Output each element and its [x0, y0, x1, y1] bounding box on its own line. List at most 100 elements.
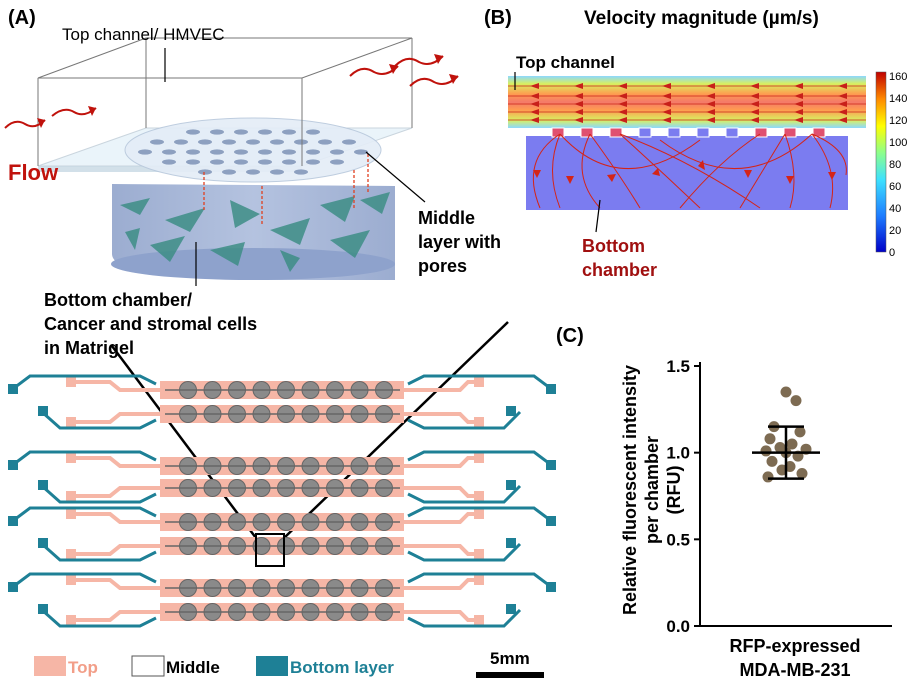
pore	[150, 139, 164, 145]
c-data-point	[766, 455, 778, 467]
top-channel-inlet	[72, 512, 160, 524]
pore	[162, 159, 176, 165]
streamline-arrowhead	[838, 117, 847, 123]
bottom-port	[506, 604, 516, 614]
top-channel-streamlines	[508, 85, 866, 121]
panel-a-label: (A)	[8, 7, 36, 29]
bottom-layer-inlet	[13, 506, 157, 522]
c-y-tick-label: 1.0	[666, 444, 690, 463]
bottom-layer-inlet	[13, 450, 157, 466]
legend-bottom-label: Bottom layer	[290, 658, 394, 677]
pore-connector	[580, 127, 594, 138]
pore	[270, 169, 284, 175]
streamline-arrowhead	[574, 117, 583, 123]
top-channel-inlet	[72, 380, 160, 392]
pore	[330, 149, 344, 155]
pore	[342, 139, 356, 145]
top-port	[474, 615, 484, 625]
c-y-tick-label: 0.5	[666, 530, 690, 549]
bottom-layer-outlet	[407, 410, 522, 430]
b-bottom-label-line1: Bottom	[582, 236, 645, 256]
panel-c: (C) Relative fluorescent intensity per c…	[556, 325, 892, 680]
bottom-layer-outlet	[407, 542, 522, 562]
streamline-arrowhead	[530, 117, 539, 123]
top-port	[66, 549, 76, 559]
streamline-arrowhead	[794, 117, 803, 123]
top-channel-field	[508, 76, 866, 128]
streamline-arrowhead	[574, 109, 583, 115]
top-channel-outlet	[404, 578, 478, 590]
bottom-layer-outlet	[407, 450, 551, 466]
c-data-point	[764, 433, 776, 445]
top-port	[474, 575, 484, 585]
pore	[222, 139, 236, 145]
streamline-arrowhead	[618, 101, 627, 107]
panel-b: (B) Velocity magnitude (µm/s)	[484, 7, 907, 280]
middle-pointer	[365, 151, 426, 203]
streamline-arrowhead	[794, 101, 803, 107]
pore	[198, 139, 212, 145]
pore	[186, 159, 200, 165]
pore	[294, 139, 308, 145]
pore	[174, 139, 188, 145]
streamline-arrowhead	[750, 109, 759, 115]
c-y-tick-label: 1.5	[666, 357, 690, 376]
pore-connector	[638, 127, 652, 138]
top-port	[66, 377, 76, 387]
bottom-port	[38, 406, 48, 416]
bottom-layer-outlet	[407, 374, 551, 390]
top-port	[474, 549, 484, 559]
streamline-arrowhead	[662, 109, 671, 115]
pore	[210, 129, 224, 135]
top-port	[66, 509, 76, 519]
layout-legend: Top Middle Bottom layer 5mm	[34, 649, 544, 678]
c-xlabel-line1: RFP-expressed	[729, 636, 860, 656]
c-ylabel-line2: per chamber	[642, 436, 662, 544]
b-top-channel-label: Top channel	[516, 53, 615, 72]
pore	[198, 169, 212, 175]
pore-connector	[754, 127, 768, 138]
flow-arrowheads	[37, 54, 458, 128]
panel-c-label: (C)	[556, 325, 584, 347]
chip-layout	[8, 374, 556, 628]
pore	[294, 169, 308, 175]
pore	[210, 149, 224, 155]
top-port	[474, 377, 484, 387]
streamline-arrowhead	[706, 93, 715, 99]
pore	[354, 149, 368, 155]
streamline-arrowhead	[530, 93, 539, 99]
legend-top-swatch	[34, 656, 66, 676]
pore	[318, 139, 332, 145]
streamline-arrowhead	[706, 83, 715, 89]
streamline-arrowhead	[706, 109, 715, 115]
legend-top-label: Top	[68, 658, 98, 677]
bottom-layer-outlet	[407, 608, 522, 628]
pore	[282, 159, 296, 165]
top-channel-outlet	[404, 486, 478, 498]
pore-connector	[696, 127, 710, 138]
bottom-port	[506, 538, 516, 548]
c-xlabel-line2: MDA-MB-231	[739, 660, 850, 680]
pore	[186, 149, 200, 155]
legend-middle-label: Middle	[166, 658, 220, 677]
pores	[138, 129, 368, 175]
pore	[138, 149, 152, 155]
colorbar-tick-label: 120	[889, 115, 907, 127]
scale-bar	[476, 672, 544, 678]
middle-label-line1: Middle	[418, 208, 475, 228]
flow-label: Flow	[8, 160, 59, 185]
bottom-port	[546, 516, 556, 526]
streamline-arrowhead	[662, 83, 671, 89]
panel-a: (A)	[4, 7, 509, 539]
zoom-line-right	[283, 321, 509, 539]
panel-b-label: (B)	[484, 7, 512, 29]
bottom-port	[8, 516, 18, 526]
c-ylabel-line3: (RFU)	[664, 466, 684, 515]
top-port	[66, 417, 76, 427]
colorbar	[875, 71, 887, 253]
diffusion-arrows	[203, 154, 369, 224]
pore	[258, 129, 272, 135]
pore	[234, 149, 248, 155]
streamline-arrowhead	[706, 117, 715, 123]
